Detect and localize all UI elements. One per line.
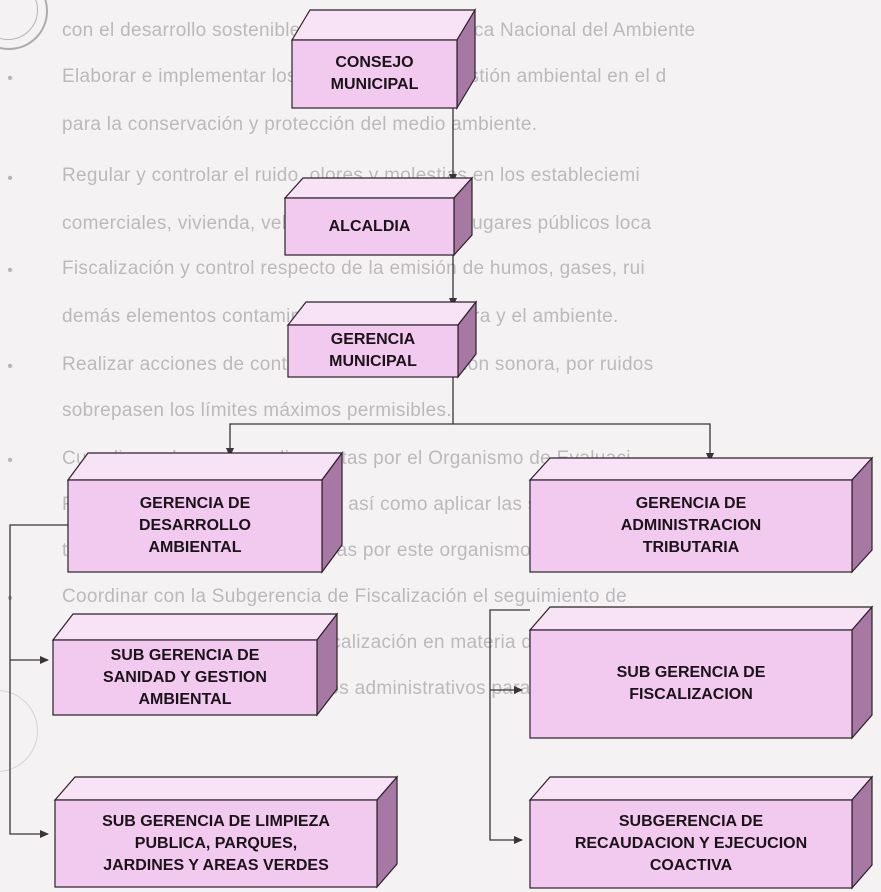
bullet-icon: • bbox=[7, 70, 13, 87]
box-gerencia-municipal bbox=[286, 300, 478, 379]
connector-arrow bbox=[9, 524, 68, 838]
connector-arrow bbox=[226, 377, 454, 457]
box-consejo-municipal bbox=[290, 7, 477, 111]
background-text-line: Regular y controlar el ruido, olores y m… bbox=[62, 165, 640, 186]
connector-arrow bbox=[453, 423, 714, 462]
box-sub-limpieza-publica bbox=[53, 775, 399, 889]
background-text-line: para la conservación y protección del me… bbox=[62, 114, 538, 135]
background-text-line: sobrepasen los límites máximos permisibl… bbox=[62, 400, 452, 421]
bullet-icon: • bbox=[7, 262, 13, 279]
background-text-line: Coordinar con la Subgerencia de Fiscaliz… bbox=[62, 586, 627, 607]
box-sub-fiscalizacion bbox=[528, 605, 874, 740]
box-subgerencia-recaudacion bbox=[528, 775, 874, 890]
bullet-icon: • bbox=[7, 170, 13, 187]
background-text-line: Fiscalización y control respecto de la e… bbox=[62, 258, 645, 279]
connector-arrow bbox=[489, 609, 530, 844]
connectors bbox=[9, 108, 714, 844]
box-alcaldia bbox=[283, 176, 474, 257]
box-sub-sanidad-gestion-ambiental bbox=[51, 612, 339, 717]
bullet-icon: • bbox=[7, 452, 13, 469]
box-gerencia-administracion-tributaria bbox=[528, 456, 874, 574]
bullet-icon: • bbox=[7, 358, 13, 375]
box-gerencia-desarrollo-ambiental bbox=[66, 451, 344, 574]
